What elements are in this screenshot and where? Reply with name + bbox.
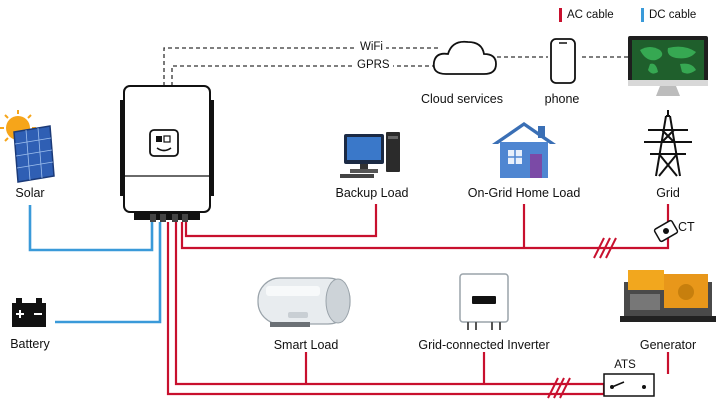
home-load-label: On-Grid Home Load: [467, 186, 581, 200]
ats-label: ATS: [614, 359, 636, 371]
dc-legend-label: DC cable: [649, 9, 697, 21]
gen-port-cable-inner: [174, 222, 604, 386]
solar-panel-icon: [13, 125, 55, 183]
dc-cables: [28, 205, 162, 324]
water-heater-icon: [257, 277, 351, 327]
backup-load-label: Backup Load: [335, 186, 409, 200]
smart-load-label: Smart Load: [273, 338, 339, 352]
generator-icon: [620, 270, 716, 322]
generator-label: Generator: [639, 338, 697, 352]
comm-lines: [163, 47, 628, 86]
cable-slash-marks: [547, 237, 617, 399]
monitor-icon: [628, 36, 708, 96]
wifi-label: WiFi: [357, 41, 386, 54]
grid-label: Grid: [656, 186, 680, 200]
house-icon: [492, 122, 556, 178]
inverter-icon: [120, 85, 214, 222]
ats-box: [603, 373, 655, 397]
dc-legend-swatch: [641, 8, 644, 22]
ct-icon: [653, 219, 679, 243]
computer-icon: [340, 132, 400, 178]
ct-label: CT: [678, 220, 695, 234]
battery-icon: [12, 298, 46, 327]
gprs-label: GPRS: [354, 59, 393, 72]
cloud-label: Cloud services: [421, 92, 503, 106]
battery-label: Battery: [10, 337, 50, 351]
ac-cables: [166, 204, 670, 396]
ac-legend-swatch: [559, 8, 562, 22]
gprs-line: [171, 65, 440, 86]
solar-label: Solar: [15, 186, 45, 200]
pylon-icon: [644, 110, 692, 177]
battery-dc-cable: [55, 222, 162, 324]
backup-load-cable: [184, 204, 378, 238]
grid-bus-cable: [180, 222, 670, 250]
grid-inverter-label: Grid-connected Inverter: [418, 338, 550, 352]
gen-port-cable-outer: [166, 222, 606, 396]
wifi-line: [163, 47, 440, 86]
phone-icon: [550, 38, 576, 84]
cloud-icon: [432, 40, 497, 75]
ac-legend-label: AC cable: [567, 9, 614, 21]
phone-label: phone: [544, 92, 580, 106]
grid-inverter-icon: [459, 273, 509, 330]
solar-dc-cable: [28, 205, 154, 252]
